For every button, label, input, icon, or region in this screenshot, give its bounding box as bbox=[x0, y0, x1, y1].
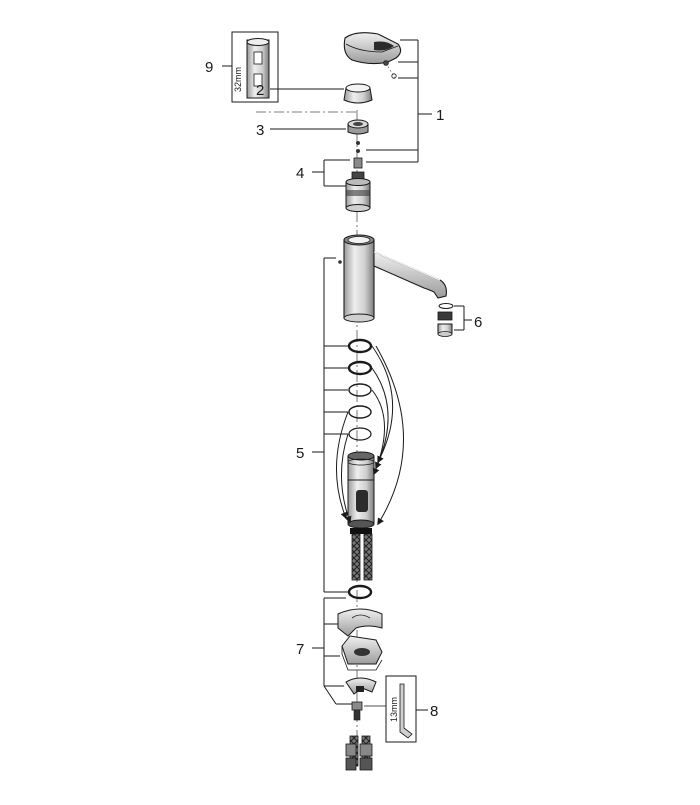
handle-lever bbox=[343, 32, 402, 81]
horseshoe-washer bbox=[337, 608, 383, 637]
o-rings-part-5 bbox=[347, 338, 373, 441]
callout-1: 1 bbox=[436, 107, 444, 124]
callout-4: 4 bbox=[296, 165, 304, 182]
callout-9: 9 bbox=[205, 59, 213, 76]
callout-8: 8 bbox=[430, 703, 438, 720]
callout-2: 2 bbox=[256, 82, 264, 99]
bracket-1 bbox=[366, 39, 432, 163]
tool-8-dimension-label: 13mm bbox=[389, 697, 399, 722]
tool-9: 32mm bbox=[222, 31, 279, 103]
hose-end-fittings bbox=[345, 735, 373, 771]
nut-part-3 bbox=[347, 119, 369, 135]
tool-9-dimension-label: 32mm bbox=[233, 67, 243, 92]
clamp-piece bbox=[345, 677, 377, 695]
lower-o-ring bbox=[347, 584, 373, 600]
mounting-plate bbox=[341, 635, 383, 671]
callout-5: 5 bbox=[296, 445, 304, 462]
assembly-arrows bbox=[335, 345, 404, 526]
cap-part-2 bbox=[343, 83, 373, 104]
callout-7: 7 bbox=[296, 641, 304, 658]
small-screws bbox=[353, 141, 363, 169]
bracket-5 bbox=[312, 257, 348, 593]
bracket-7 bbox=[312, 597, 352, 705]
aerator-part-6 bbox=[437, 303, 454, 337]
cartridge-part-4 bbox=[345, 171, 371, 212]
tool-8: 13mm bbox=[364, 675, 428, 743]
faucet-body bbox=[338, 234, 447, 323]
bracket-4 bbox=[312, 159, 350, 187]
braided-hoses bbox=[351, 533, 373, 581]
connector-sleeve bbox=[347, 451, 375, 534]
bracket-6 bbox=[454, 305, 472, 331]
stud-screw bbox=[351, 701, 363, 721]
callout-3: 3 bbox=[256, 122, 264, 139]
callout-6: 6 bbox=[474, 314, 482, 331]
tool-9-frame bbox=[231, 31, 279, 103]
tool-8-frame bbox=[385, 675, 417, 743]
